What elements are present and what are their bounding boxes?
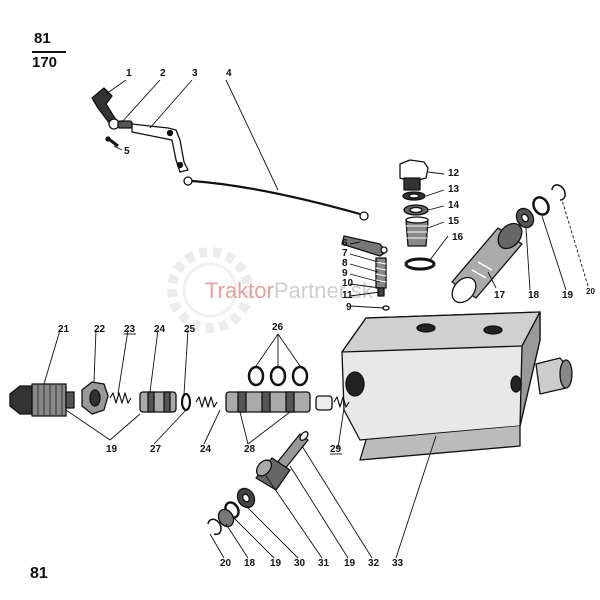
callout-13: 13: [448, 184, 460, 195]
callout-26: 26: [272, 322, 284, 333]
callout-7: 7: [342, 248, 348, 259]
watermark-text: TraktorPartner.sk: [205, 278, 374, 303]
callout-5: 5: [124, 146, 130, 157]
callout-29: 29: [330, 444, 342, 455]
callout-33: 33: [392, 558, 404, 569]
callout-28: 28: [244, 444, 256, 455]
part-main-spool: [225, 391, 311, 413]
part-washer: [236, 487, 256, 509]
callout-15: 15: [448, 216, 460, 227]
callout-3: 3: [192, 68, 198, 79]
callout-20: 20: [586, 287, 595, 296]
callout-11: 11: [342, 290, 353, 301]
part-collar: [515, 207, 535, 229]
watermark-gear-icon: [167, 247, 253, 333]
part-hand-lever: [91, 87, 120, 130]
callout-24: 24: [200, 444, 212, 455]
callout-25: 25: [184, 324, 196, 335]
footer-page-number: 81: [30, 565, 48, 582]
part-valve-housing: [341, 311, 573, 461]
part-end-plug: [9, 383, 75, 417]
part-small-piston: [315, 395, 333, 411]
callout-23: 23: [124, 324, 136, 335]
part-circlip: [207, 518, 222, 536]
callout-17: 17: [494, 290, 506, 301]
callout-2: 2: [160, 68, 166, 79]
callout-22: 22: [94, 324, 106, 335]
part-seal-ring: [532, 196, 550, 216]
watermark-prefix: Traktor: [205, 278, 274, 303]
callout-12: 12: [448, 168, 460, 179]
callout-19: 19: [106, 444, 118, 455]
callout-19: 19: [562, 290, 574, 301]
part-o-ring: [404, 257, 436, 271]
callout-9: 9: [342, 268, 348, 279]
callout-9: 9: [346, 302, 352, 313]
part-linkage-bracket: [131, 123, 189, 173]
part-circlip: [551, 184, 566, 201]
part-valve-spool: [139, 391, 177, 413]
callout-20: 20: [220, 558, 232, 569]
part-small-pin: [105, 136, 119, 148]
callout-19: 19: [344, 558, 356, 569]
callout-19: 19: [270, 558, 282, 569]
callout-18: 18: [528, 290, 540, 301]
part-spring: [195, 396, 218, 408]
callout-6: 6: [342, 238, 348, 249]
watermark-suffix: Partner.sk: [274, 278, 374, 303]
part-washer: [402, 191, 426, 201]
callout-32: 32: [368, 558, 380, 569]
callout-30: 30: [294, 558, 306, 569]
page-fraction-rule: [32, 51, 66, 53]
callout-27: 27: [150, 444, 162, 455]
part-piston-sleeve: [451, 222, 523, 304]
part-threaded-sleeve: [405, 216, 429, 247]
callout-16: 16: [452, 232, 464, 243]
callout-14: 14: [448, 200, 460, 211]
callout-10: 10: [342, 278, 354, 289]
part-o-ring-set: [247, 365, 309, 387]
part-valve-body: [255, 457, 291, 491]
part-lock-nut: [81, 381, 109, 415]
callout-21: 21: [58, 324, 70, 335]
callout-4: 4: [226, 68, 232, 79]
part-collar: [217, 508, 235, 528]
part-small-lever: [341, 235, 388, 257]
callout-8: 8: [342, 258, 348, 269]
part-lever-pin: [117, 120, 133, 129]
callout-1: 1: [126, 68, 132, 79]
part-spring: [333, 396, 350, 408]
callout-31: 31: [318, 558, 330, 569]
leader-lines: [43, 79, 589, 559]
part-seal-ring: [180, 392, 192, 412]
part-control-rod: [183, 176, 369, 221]
callout-18: 18: [244, 558, 256, 569]
part-drain-plug: [399, 159, 429, 191]
callout-24: 24: [154, 324, 166, 335]
part-nut: [403, 204, 429, 216]
part-spring-stack: [375, 257, 390, 311]
sheet-number: 170: [32, 54, 58, 71]
part-spring: [109, 392, 132, 404]
page-number: 81: [34, 30, 51, 47]
